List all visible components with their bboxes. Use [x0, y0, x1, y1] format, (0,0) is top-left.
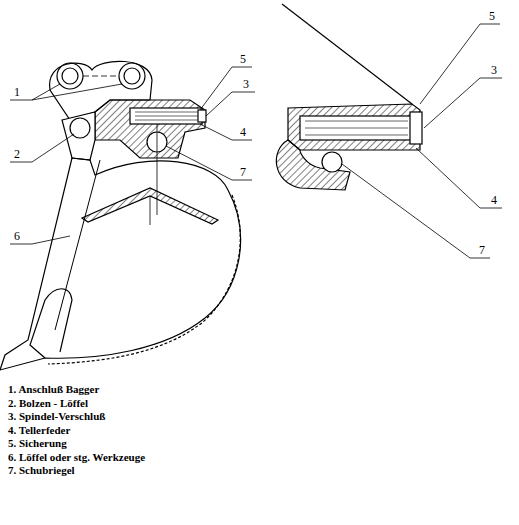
callout-number: 2	[14, 148, 20, 160]
legend-text: 6. Löffel oder stg. Werkzeuge	[8, 452, 145, 463]
detail-hook	[276, 140, 350, 190]
legend-text: 1. Anschluß Bagger	[8, 384, 99, 395]
side-cutter	[30, 289, 72, 358]
callout-number: 1	[14, 86, 20, 98]
spindle	[130, 108, 202, 124]
callout-number: 5	[240, 53, 246, 65]
callout-number: 3	[491, 64, 497, 76]
callout-number: 4	[491, 194, 497, 206]
callout-number: 7	[240, 166, 246, 178]
detail-spindle	[300, 116, 412, 140]
callout-number: 5	[489, 10, 495, 22]
pin-eye	[62, 68, 78, 84]
cross-beam	[82, 188, 218, 224]
detail-slide-bolt	[322, 152, 342, 172]
leader-line	[10, 67, 255, 244]
legend-text: 2. Bolzen - Löffel	[8, 398, 88, 409]
pin-eye	[124, 68, 140, 84]
callout-number: 4	[240, 126, 246, 138]
legend-text: 4. Tellerfeder	[8, 425, 70, 436]
detail-nut	[410, 112, 422, 144]
legend-text: 3. Spindel-Verschluß	[8, 411, 105, 422]
callout-number: 6	[14, 230, 20, 242]
legend-text: 7. Schubriegel	[8, 465, 75, 476]
callout-number: 7	[479, 244, 485, 256]
bucket-outline	[0, 158, 241, 370]
pin-eye	[119, 63, 145, 89]
pin-eye	[57, 63, 83, 89]
section-line	[282, 4, 412, 104]
coupler-body	[95, 100, 205, 158]
detail-housing	[288, 104, 420, 150]
legend-text: 5. Sicherung	[8, 438, 67, 449]
hook-plate	[62, 112, 95, 160]
callout-number: 3	[243, 78, 249, 90]
spindle-nut	[198, 110, 206, 122]
leader-line	[342, 24, 502, 258]
